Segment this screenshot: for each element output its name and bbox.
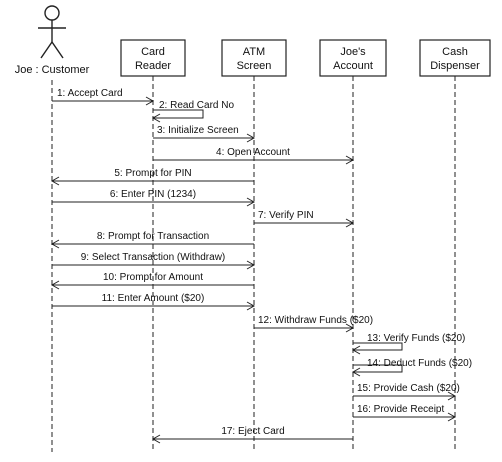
object-label-line2: Reader [135,60,171,72]
message-label: 2: Read Card No [159,100,234,111]
message-label: 13: Verify Funds ($20) [367,333,465,344]
message-9: 9: Select Transaction (Withdraw) [52,252,256,270]
arrowhead-right [246,301,256,311]
message-label: 14: Deduct Funds ($20) [367,358,472,369]
message-7: 7: Verify PIN [254,210,355,228]
actor-head [44,5,60,21]
message-label: 7: Verify PIN [258,210,314,221]
message-2: 2: Read Card No [151,100,234,123]
message-self-loop [353,364,403,373]
customer-actor: Joe : Customer [15,5,90,76]
object-atm-screen: ATM Screen [221,39,287,77]
object-label-line1: Joe's [340,46,366,58]
message-16: 16: Provide Receipt [353,404,457,422]
message-17: 17: Eject Card [151,426,353,444]
object-label-line2: Screen [237,60,272,72]
object-label-line2: Dispenser [430,60,480,72]
object-box [319,39,387,77]
message-14: 14: Deduct Funds ($20) [351,358,472,377]
object-label-line2: Account [333,60,373,72]
arrowhead-left [351,367,361,377]
message-label: 11: Enter Amount ($20) [102,293,205,304]
message-4: 4: Open Account [153,147,355,165]
arrowhead-left [151,434,161,444]
object-label-line1: Cash [442,46,468,58]
arrowhead-right [246,260,256,270]
arrowhead-right [246,197,256,207]
message-label: 12: Withdraw Funds ($20) [258,315,373,326]
arrowhead-right [447,412,457,422]
message-label: 17: Eject Card [221,426,284,437]
message-6: 6: Enter PIN (1234) [52,189,256,207]
message-label: 10: Prompt for Amount [103,272,203,283]
message-label: 8: Prompt for Transaction [97,231,209,242]
arrowhead-right [447,391,457,401]
message-self-loop [353,342,403,351]
message-11: 11: Enter Amount ($20) [52,293,256,311]
object-label-line1: Card [141,46,165,58]
message-1: 1: Accept Card [52,88,155,106]
object-cash-dispenser: Cash Dispenser [419,39,491,77]
arrowhead-right [345,323,355,333]
message-10: 10: Prompt for Amount [50,272,254,290]
message-5: 5: Prompt for PIN [50,168,254,186]
message-label: 1: Accept Card [57,88,123,99]
object-box [221,39,287,77]
message-label: 5: Prompt for PIN [114,168,191,179]
message-label: 9: Select Transaction (Withdraw) [81,252,226,263]
message-3: 3: Initialize Screen [153,125,256,143]
arrowhead-right [345,155,355,165]
object-joes-account: Joe's Account [319,39,387,77]
arrowhead-left [50,239,60,249]
arrowhead-right [345,218,355,228]
object-box [120,39,186,77]
message-self-loop [153,109,204,119]
message-label: 16: Provide Receipt [357,404,444,415]
object-box [419,39,491,77]
arrowhead-right [246,133,256,143]
actor-right-leg [51,41,64,59]
message-15: 15: Provide Cash ($20) [353,383,460,401]
message-8: 8: Prompt for Transaction [50,231,254,249]
message-13: 13: Verify Funds ($20) [351,333,465,355]
object-label-line1: ATM [243,46,265,58]
message-label: 4: Open Account [216,147,290,158]
message-12: 12: Withdraw Funds ($20) [254,315,373,333]
arrowhead-left [151,113,161,123]
arrowhead-left [50,280,60,290]
message-label: 6: Enter PIN (1234) [110,189,196,200]
arrowhead-left [351,345,361,355]
object-card-reader: Card Reader [120,39,186,77]
actor-left-leg [40,41,53,59]
arrowhead-left [50,176,60,186]
message-label: 3: Initialize Screen [157,125,239,136]
arrowhead-right [145,96,155,106]
actor-label: Joe : Customer [15,64,90,76]
message-label: 15: Provide Cash ($20) [357,383,460,394]
